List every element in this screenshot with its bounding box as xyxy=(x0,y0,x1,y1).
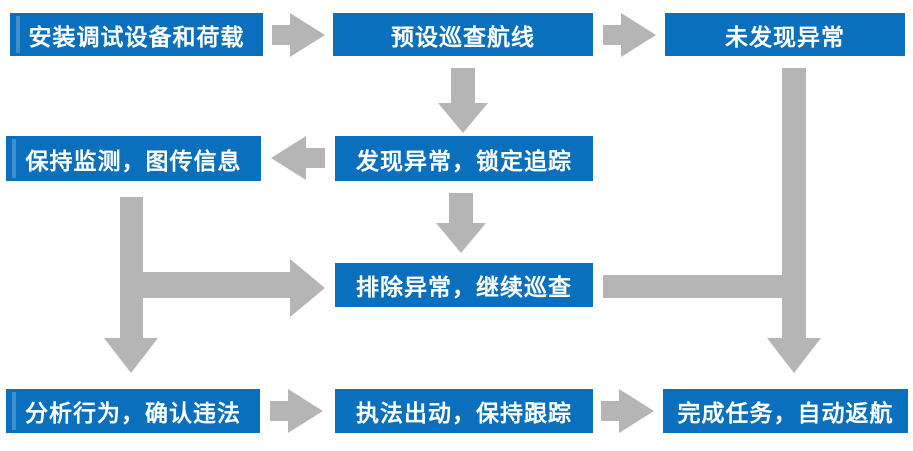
arrow-tail xyxy=(306,148,325,168)
arrow-head xyxy=(436,223,486,253)
arrow-head xyxy=(438,103,488,133)
node-left-highlight xyxy=(12,139,16,178)
arrow-tail xyxy=(270,401,288,421)
arrow-head xyxy=(288,389,323,433)
connector-right-merge xyxy=(603,68,821,373)
arrow-tail xyxy=(603,25,621,45)
arrow-head-down xyxy=(767,338,821,373)
arrow-tail xyxy=(449,193,473,223)
arrow-left-icon xyxy=(271,136,325,180)
flow-node-label: 预设巡查航线 xyxy=(391,23,535,50)
flow-node-anomaly-found: 发现异常，锁定追踪 xyxy=(335,136,593,181)
flow-node-label: 排除异常，继续巡查 xyxy=(356,274,572,300)
arrow-down-icon xyxy=(436,193,486,253)
arrow-tail xyxy=(601,401,619,421)
connector-horizontal-bar xyxy=(603,275,782,298)
flow-node-mission-complete: 完成任务，自动返航 xyxy=(663,389,908,433)
arrow-head-down xyxy=(104,338,158,373)
arrow-right-icon xyxy=(270,389,323,433)
arrow-head xyxy=(619,389,654,433)
arrow-right-icon xyxy=(601,389,654,433)
arrow-tail xyxy=(272,25,290,45)
flow-node-enforcement: 执法出动，保持跟踪 xyxy=(335,389,593,433)
arrow-head xyxy=(621,13,656,57)
flow-node-anomaly-cleared: 排除异常，继续巡查 xyxy=(335,263,593,307)
flow-node-analyze-behavior: 分析行为，确认违法 xyxy=(6,389,260,433)
arrow-down-icon xyxy=(438,68,488,133)
arrow-head xyxy=(271,136,306,180)
node-left-highlight xyxy=(16,16,20,53)
flow-node-no-anomaly: 未发现异常 xyxy=(665,13,905,56)
connector-vertical-bar xyxy=(120,197,143,338)
arrow-tail xyxy=(451,68,475,103)
flow-node-label: 保持监测，图传信息 xyxy=(25,147,242,174)
connector-left-branch xyxy=(104,197,325,373)
flow-node-preset-route: 预设巡查航线 xyxy=(333,13,593,56)
connector-vertical-bar xyxy=(782,68,806,338)
flow-node-label: 未发现异常 xyxy=(725,23,845,50)
flow-node-keep-monitoring: 保持监测，图传信息 xyxy=(6,136,261,181)
flow-node-label: 分析行为，确认违法 xyxy=(25,400,241,426)
flow-node-label: 安装调试设备和荷载 xyxy=(28,23,245,50)
arrow-head-right xyxy=(290,259,325,317)
flow-node-label: 完成任务，自动返航 xyxy=(677,400,894,426)
connector-horizontal-bar xyxy=(131,272,290,298)
node-left-highlight xyxy=(12,392,16,430)
flow-node-label: 执法出动，保持跟踪 xyxy=(356,400,572,426)
arrow-right-icon xyxy=(272,13,325,57)
flow-node-install-debug: 安装调试设备和荷载 xyxy=(10,13,263,56)
arrow-right-icon xyxy=(603,13,656,57)
flow-node-label: 发现异常，锁定追踪 xyxy=(356,147,572,174)
arrow-head xyxy=(290,13,325,57)
